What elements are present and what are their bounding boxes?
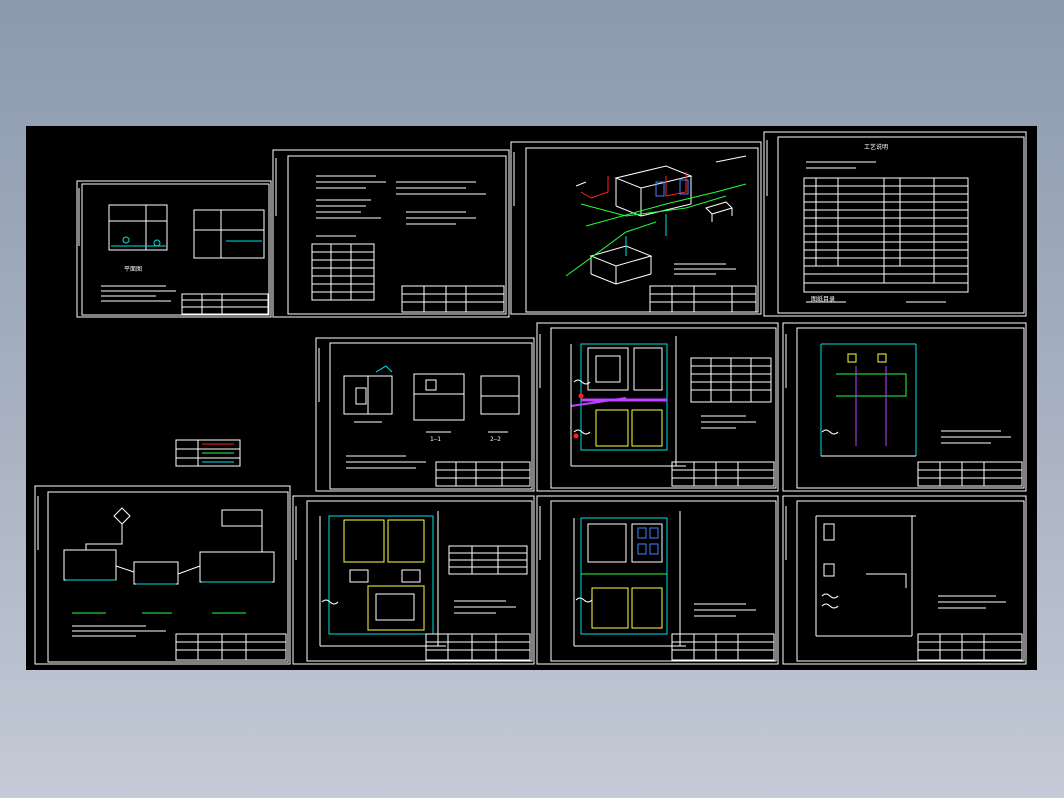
index-title: 工艺说明 <box>864 144 889 151</box>
sheet-10[interactable] <box>536 495 779 665</box>
sheet-11[interactable] <box>782 495 1027 665</box>
sheet-5[interactable] <box>315 337 535 492</box>
plan-caption: 平面图 <box>124 266 143 273</box>
sheet-9[interactable] <box>292 495 535 665</box>
section-b-label: 2—2 <box>490 436 501 443</box>
index-caption: 图纸目录 <box>811 296 836 303</box>
sheet-8[interactable] <box>34 485 291 665</box>
sheet-7[interactable] <box>782 322 1027 492</box>
legend-block[interactable] <box>175 439 241 467</box>
section-a-label: 1—1 <box>430 436 441 443</box>
sheet-2[interactable] <box>272 149 510 318</box>
cad-drawing-canvas[interactable]: 工艺说明 图纸目录 平面图 1—1 2—2 <box>26 126 1037 670</box>
sheet-6[interactable] <box>536 322 779 492</box>
sheet-3[interactable] <box>510 141 762 315</box>
sheet-1[interactable] <box>76 180 272 318</box>
drawing-sheets <box>34 131 1027 665</box>
sheet-4[interactable] <box>763 131 1027 317</box>
